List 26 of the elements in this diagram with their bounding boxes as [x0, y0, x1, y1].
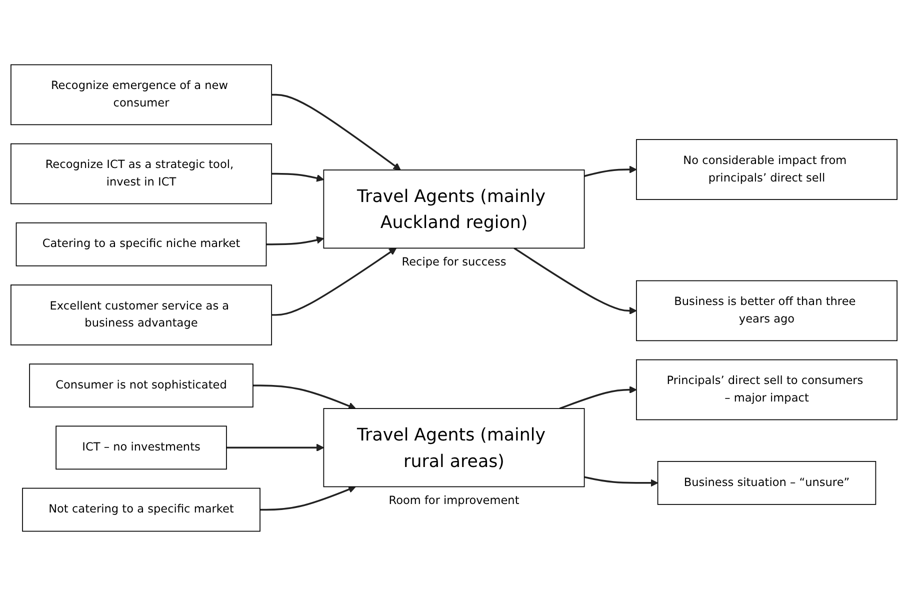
node-box: Catering to a specific niche market	[16, 222, 267, 266]
node-caption: Room for improvement	[388, 494, 520, 507]
node-box: Principals’ direct sell to consumers – major impact	[636, 358, 898, 420]
node-box: ICT – no investments	[56, 425, 227, 470]
arrow	[514, 246, 637, 314]
node-box: Recognize emergence of a new consumer	[10, 64, 272, 125]
node-box: Consumer is not sophisticated	[29, 363, 254, 407]
node-box: Business is better off than three years ago	[636, 280, 898, 341]
node-box: Business situation – “unsure”	[657, 460, 876, 504]
node-box: Excellent customer service as a business advantage	[10, 284, 272, 345]
arrow	[584, 476, 658, 486]
arrow	[272, 172, 324, 182]
node-caption: Recipe for success	[402, 255, 506, 268]
arrow	[559, 385, 637, 409]
arrow	[584, 165, 637, 176]
node-box: No considerable impact from principals’ direct sell	[636, 138, 898, 200]
node-box: Not catering to a specific market	[22, 487, 260, 532]
node-box: Travel Agents (mainly Auckland region)	[323, 169, 585, 248]
arrow	[226, 443, 324, 451]
arrow	[272, 247, 397, 316]
node-box: Travel Agents (mainly rural areas)	[323, 408, 585, 487]
arrow	[272, 93, 401, 170]
arrow	[260, 485, 356, 510]
node-box: Recognize ICT as a strategic tool, invest in ICT	[10, 142, 272, 204]
arrow	[266, 236, 324, 245]
arrow	[252, 384, 356, 410]
